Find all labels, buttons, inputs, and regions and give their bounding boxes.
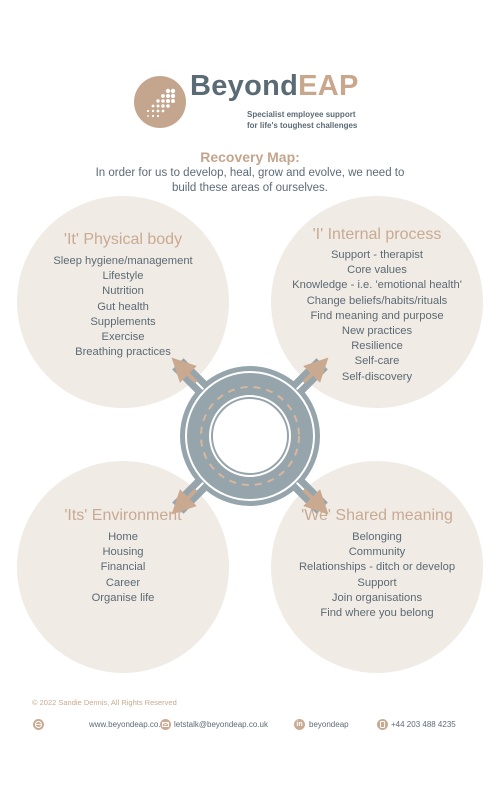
quadrant-title-physical: 'It' Physical body xyxy=(63,231,183,248)
list-item: Join organisations xyxy=(331,591,423,604)
copyright-text: © 2022 Sandie Dennis, All Rights Reserve… xyxy=(32,698,177,707)
list-item: Support - therapist xyxy=(330,249,424,261)
email-icon xyxy=(160,719,171,730)
list-item: Support xyxy=(357,576,397,589)
phone-number[interactable]: +44 203 488 4235 xyxy=(391,720,456,729)
list-item: Change beliefs/habits/rituals xyxy=(306,294,448,307)
linkedin-icon: in xyxy=(294,719,305,730)
website-link[interactable]: www.beyondeap.co.uk xyxy=(89,720,170,729)
quadrant-title-internal: 'I' Internal process xyxy=(312,226,442,243)
roundabout-icon xyxy=(171,357,329,515)
list-item: Financial xyxy=(100,561,146,574)
list-item: Relationships - ditch or develop xyxy=(298,561,456,574)
globe-icon xyxy=(33,719,44,730)
email-link[interactable]: letstalk@beyondeap.co.uk xyxy=(174,720,268,729)
brand-name-part2: EAP xyxy=(298,70,359,102)
list-item: Knowledge - i.e. 'emotional health' xyxy=(292,279,462,292)
list-item: Housing xyxy=(102,546,144,559)
list-item: Find where you belong xyxy=(320,606,434,619)
list-item: New practices xyxy=(341,324,413,337)
list-item: Organise life xyxy=(91,591,155,604)
tagline-line: for life's toughest challenges xyxy=(247,121,358,130)
list-item: Exercise xyxy=(101,330,145,343)
linkedin-link[interactable]: beyondeap xyxy=(309,720,349,729)
list-item: Find meaning and purpose xyxy=(310,309,444,322)
list-item: Self-care xyxy=(354,355,400,368)
list-item: Lifestyle xyxy=(102,270,144,283)
list-item: Nutrition xyxy=(102,285,144,298)
list-item: Breathing practices xyxy=(75,346,171,359)
list-item: Sleep hygiene/management xyxy=(53,255,193,267)
list-item: Gut health xyxy=(97,300,149,313)
intro-text: In order for us to develop, heal, grow a… xyxy=(95,167,405,194)
page-title: Recovery Map: xyxy=(200,149,300,165)
quadrant-title-environment: 'Its' Environment xyxy=(64,507,182,524)
list-item: Community xyxy=(348,546,406,559)
list-item: Home xyxy=(108,531,138,543)
quadrant-title-shared: 'We' Shared meaning xyxy=(301,507,453,524)
tagline-line: Specialist employee support xyxy=(247,110,356,119)
brand-name: BeyondEAP xyxy=(190,70,359,103)
list-item: Belonging xyxy=(352,531,402,543)
list-item: Career xyxy=(105,576,141,589)
brand-name-part1: Beyond xyxy=(190,70,299,102)
phone-icon xyxy=(377,719,388,730)
list-item: Self-discovery xyxy=(341,370,413,383)
brand-tagline: Specialist employee support for life's t… xyxy=(247,109,357,131)
list-item: Resilience xyxy=(351,340,403,353)
list-item: Core values xyxy=(347,264,407,277)
list-item: Supplements xyxy=(90,315,156,328)
arrow-dots-logo-icon xyxy=(134,76,186,128)
